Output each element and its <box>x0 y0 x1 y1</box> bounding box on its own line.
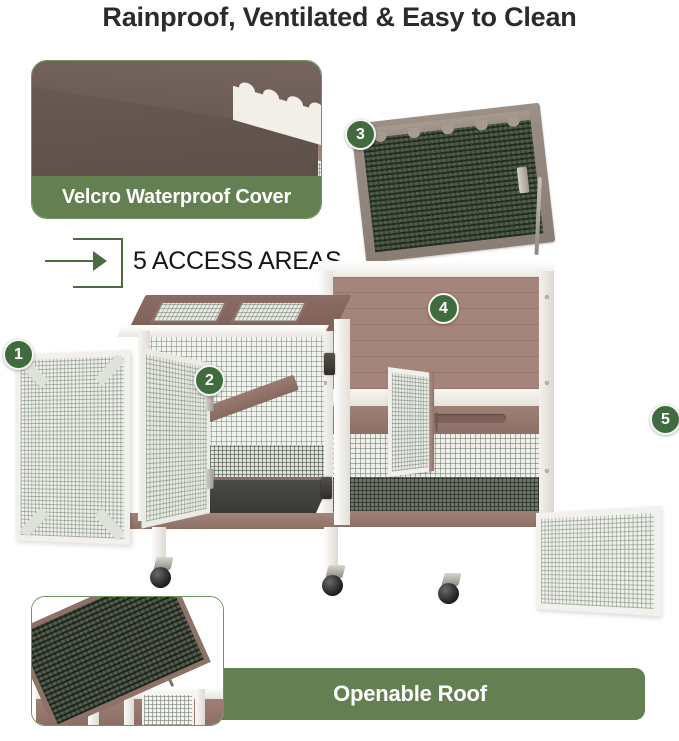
door-hinge <box>205 468 214 490</box>
cabinet-right-post <box>539 271 554 517</box>
hutch-front-door <box>388 367 438 477</box>
velcro-cover-inset-panel: Velcro Waterproof Cover <box>31 60 322 219</box>
door-wood-edge <box>429 372 435 472</box>
access-badge-5: 5 <box>650 404 679 435</box>
hutch-side-door <box>536 505 661 617</box>
openable-roof-photo <box>32 597 223 725</box>
run-right-post <box>334 319 350 525</box>
cabinet-mid-rail <box>318 389 554 406</box>
center-leg <box>324 527 338 569</box>
access-badge-3: 3 <box>345 119 376 150</box>
velcro-cover-label: Velcro Waterproof Cover <box>32 176 321 218</box>
access-badge-1: 1 <box>3 339 34 370</box>
run-front-door <box>15 350 130 545</box>
run-roof-mesh-right <box>230 301 308 323</box>
run-upper-latch <box>324 353 335 375</box>
hutch-cabinet <box>318 261 554 546</box>
run-roof-mesh-left <box>150 301 228 323</box>
openable-roof-inset-panel <box>31 596 224 726</box>
caster-wheel <box>438 573 464 604</box>
door-handle <box>435 412 438 432</box>
product-illustration <box>0 95 679 617</box>
access-areas-label: 5 ACCESS AREAS <box>133 246 342 275</box>
door-wire-mesh <box>541 513 655 609</box>
run-leg-front <box>152 527 166 563</box>
cabinet-top-rail <box>318 261 554 277</box>
access-badge-4: 4 <box>428 293 459 324</box>
hutch-wire-mesh <box>142 693 194 725</box>
cabinet-base-rail <box>318 511 554 527</box>
openable-roof-panel <box>350 102 556 264</box>
run-lower-latch <box>321 477 332 499</box>
tray-handle <box>416 414 506 423</box>
door-wire-mesh <box>391 372 429 472</box>
caster-wheel <box>150 557 176 588</box>
openable-roof-label: Openable Roof <box>175 668 645 720</box>
hutch-post <box>124 689 134 725</box>
page-title: Rainproof, Ventilated & Easy to Clean <box>102 2 577 32</box>
caster-wheel <box>322 565 348 596</box>
arrow-into-box-icon <box>45 238 123 288</box>
hutch-post <box>195 689 205 725</box>
cabinet-floor-mesh <box>330 477 542 511</box>
access-badge-2: 2 <box>194 365 225 396</box>
access-areas-callout: 5 ACCESS AREAS <box>45 237 375 288</box>
